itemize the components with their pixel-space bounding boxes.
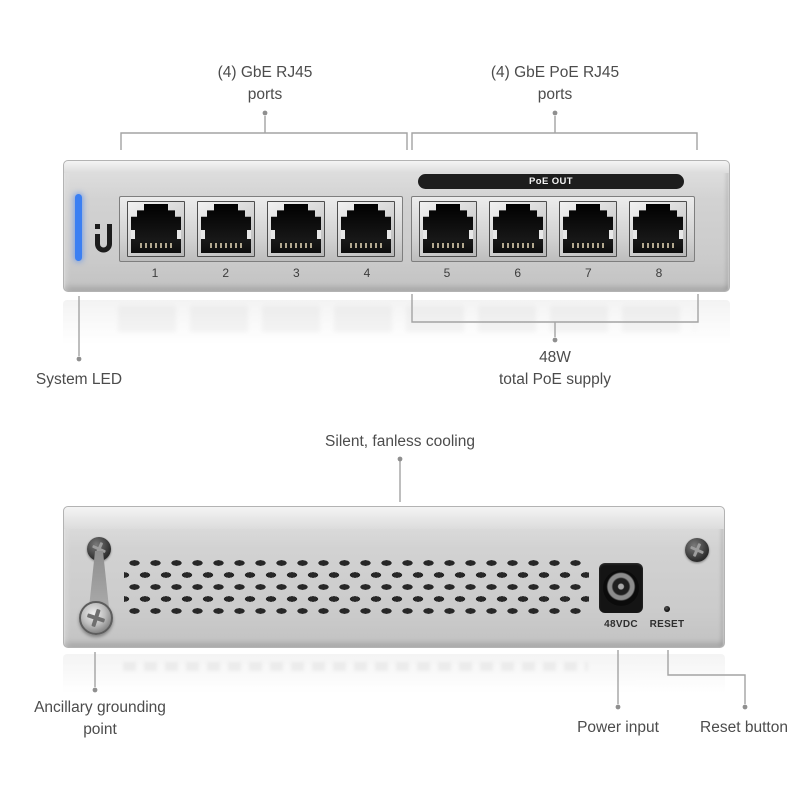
- label-grounding: Ancillary grounding point: [20, 697, 180, 741]
- port-group-gbe: [119, 196, 403, 262]
- rj45-jack: [271, 204, 321, 253]
- power-jack-barrel: [603, 570, 639, 606]
- port-number-6: 6: [514, 266, 521, 280]
- grounding-dot: [92, 687, 98, 693]
- rear-foot-left: [99, 642, 169, 654]
- gbe-ports-bracket: [120, 132, 408, 150]
- rear-foot-right: [628, 642, 698, 654]
- rj45-jack: [493, 204, 543, 253]
- reset-pinhole: [664, 606, 670, 612]
- poe-supply-bracket: [411, 294, 699, 323]
- label-gbe-ports-line2: ports: [247, 86, 283, 103]
- port-number-7: 7: [584, 266, 592, 280]
- system-led-dot: [76, 356, 82, 362]
- rj45-port-4: [337, 201, 395, 257]
- reset-button-line: [667, 650, 746, 704]
- rj45-port-3: [267, 201, 325, 257]
- label-poe-supply: 48W total PoE supply: [455, 347, 655, 391]
- rj45-pins: [432, 243, 464, 248]
- cooling-dot: [397, 456, 403, 462]
- switch-rear-view: 48VDC RESET: [63, 506, 725, 654]
- poe-out-label: PoE OUT: [529, 176, 573, 187]
- port-group-poe: [411, 196, 695, 262]
- rj45-jack: [201, 204, 251, 253]
- label-system-led: System LED: [35, 371, 123, 388]
- front-foot-left: [109, 286, 169, 298]
- rear-reflection: [63, 654, 725, 700]
- reset-label: RESET: [649, 619, 685, 630]
- power-input-dot: [615, 704, 621, 710]
- power-jack: [599, 563, 643, 613]
- system-led-indicator: [75, 194, 82, 261]
- rj45-jack: [341, 204, 391, 253]
- port-number-3: 3: [292, 266, 300, 280]
- rj45-port-1: [127, 201, 185, 257]
- port-numbers-poe: 5 6 7 8: [411, 266, 695, 280]
- port-number-4: 4: [363, 266, 371, 280]
- rj45-jack: [563, 204, 613, 253]
- ubiquiti-logo: [93, 217, 115, 259]
- label-cooling: Silent, fanless cooling: [325, 433, 475, 450]
- port-number-8: 8: [655, 266, 663, 280]
- label-grounding-line1: Ancillary grounding: [34, 699, 166, 716]
- label-poe-supply-line2: total PoE supply: [498, 371, 611, 388]
- rj45-port-7: [559, 201, 617, 257]
- label-power-input: Power input: [577, 719, 659, 736]
- cooling-vents: [124, 557, 589, 617]
- rj45-pins: [280, 243, 312, 248]
- port-number-1: 1: [151, 266, 159, 280]
- rj45-jack: [131, 204, 181, 253]
- rj45-port-6: [489, 201, 547, 257]
- label-poe-supply-line1: 48W: [539, 349, 571, 366]
- label-gbe-ports: (4) GbE RJ45 ports: [165, 62, 365, 106]
- front-top-bevel: [64, 161, 729, 173]
- rj45-pins: [350, 243, 382, 248]
- gbe-ports-dot: [262, 110, 268, 116]
- front-foot-right: [629, 286, 689, 298]
- label-gbe-ports-line1: (4) GbE RJ45: [217, 64, 313, 81]
- rj45-jack: [423, 204, 473, 253]
- rj45-pins: [140, 243, 172, 248]
- rj45-pins: [642, 243, 674, 248]
- rj45-pins: [210, 243, 242, 248]
- poe-ports-bracket: [411, 132, 698, 150]
- rj45-port-5: [419, 201, 477, 257]
- label-poe-ports-line1: (4) GbE PoE RJ45: [490, 64, 620, 81]
- label-reset-button: Reset button: [700, 719, 788, 736]
- power-jack-label: 48VDC: [604, 619, 638, 630]
- rj45-pins: [572, 243, 604, 248]
- grounding-screw-icon: [79, 601, 113, 635]
- rj45-port-2: [197, 201, 255, 257]
- poe-out-badge: PoE OUT: [418, 174, 684, 189]
- label-grounding-line2: point: [83, 721, 117, 738]
- label-poe-ports-line2: ports: [537, 86, 573, 103]
- screw-icon-top-right: [685, 538, 709, 562]
- port-numbers-gbe: 1 2 3 4: [119, 266, 403, 280]
- rj45-port-8: [629, 201, 687, 257]
- front-reflection: [63, 300, 730, 352]
- poe-ports-dot: [552, 110, 558, 116]
- poe-supply-dot: [552, 337, 558, 343]
- port-number-2: 2: [222, 266, 229, 280]
- label-poe-ports: (4) GbE PoE RJ45 ports: [455, 62, 655, 106]
- rj45-pins: [502, 243, 534, 248]
- rear-top-bevel: [64, 507, 724, 529]
- reset-button-dot: [742, 704, 748, 710]
- switch-front-view: PoE OUT 1 2 3 4 5 6 7 8: [63, 160, 730, 298]
- rj45-jack: [633, 204, 683, 253]
- port-number-5: 5: [443, 266, 451, 280]
